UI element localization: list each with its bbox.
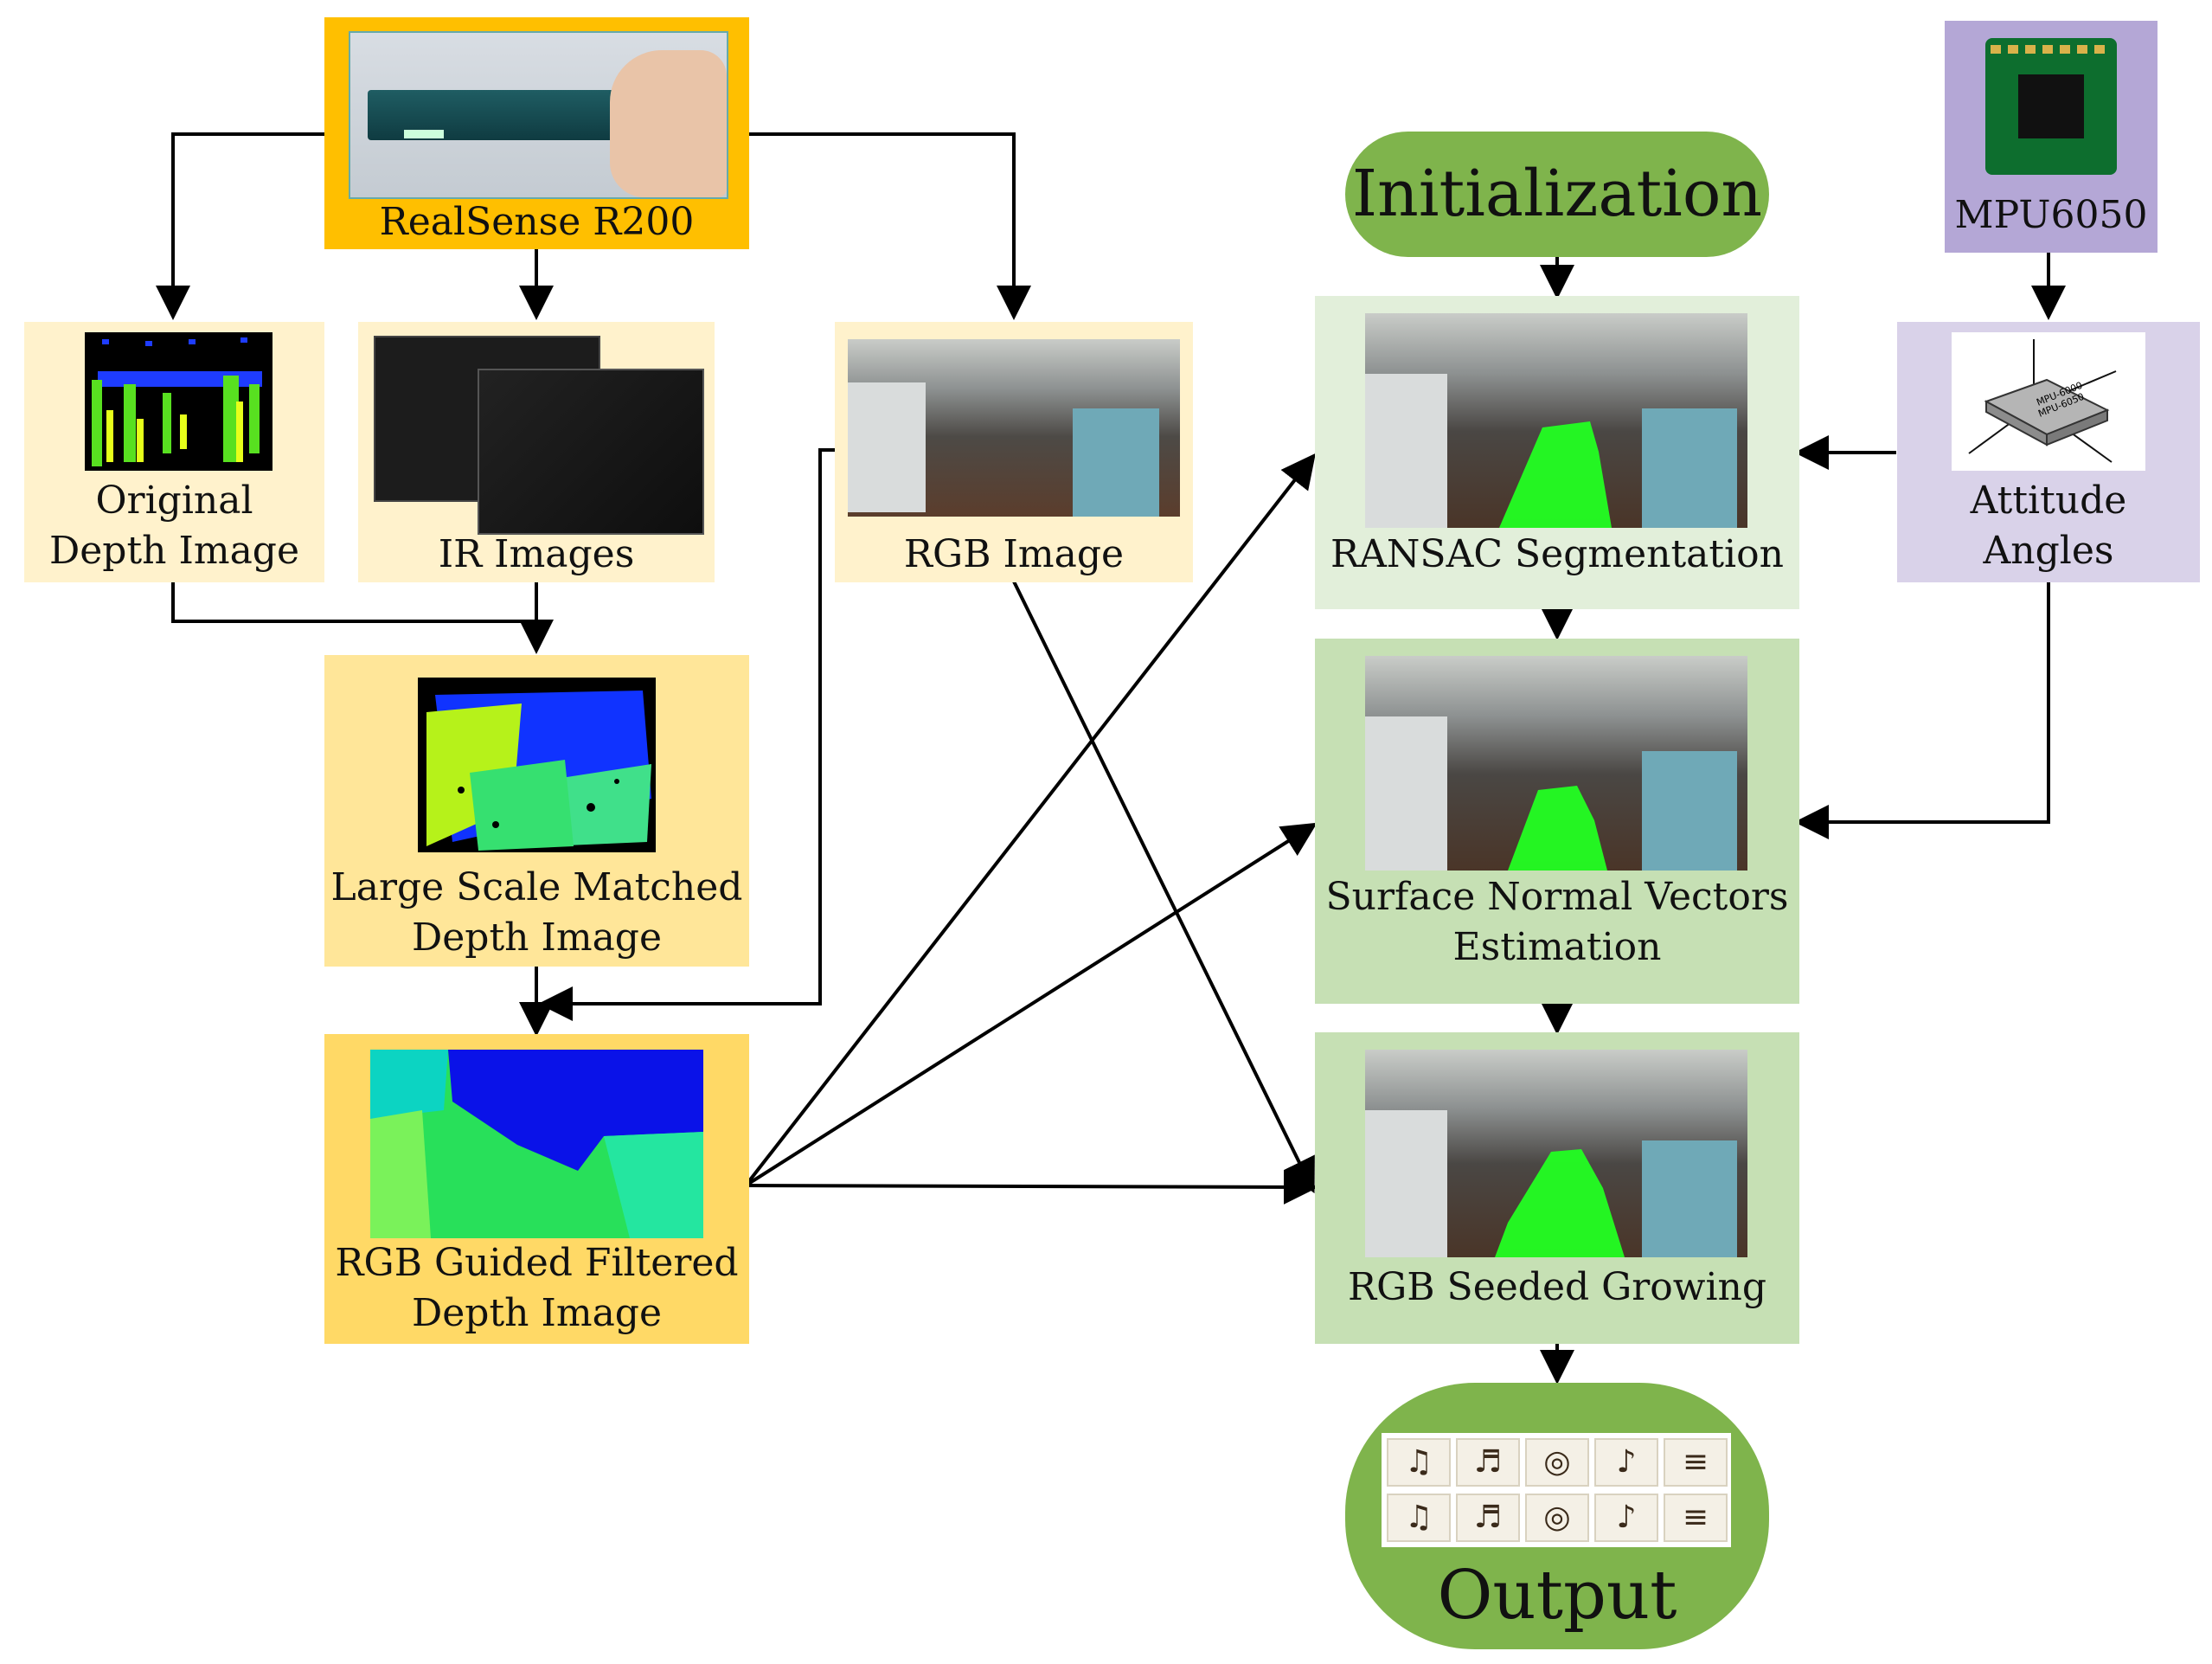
arrow-realsense-to-rgb: [749, 132, 1031, 320]
ransac-photo: [1365, 313, 1747, 528]
seeded-growing-photo: [1365, 1050, 1747, 1257]
output-label: Output: [1437, 1557, 1677, 1635]
realsense-node: RealSense R200: [324, 17, 749, 249]
output-pill: ♫♬◎♪≡ ♫♬◎♪≡ Output: [1345, 1383, 1769, 1649]
mpu-board-photo: [1985, 38, 2117, 175]
surface-cart: [1642, 751, 1737, 871]
mpu-node: MPU6050: [1945, 21, 2158, 253]
arrow-original-ir-to-large: [171, 582, 554, 654]
rgb-image-label: RGB Image: [903, 532, 1125, 576]
ransac-label: RANSAC Segmentation: [1330, 532, 1784, 576]
original-depth-node: Original Depth Image: [24, 322, 324, 582]
ir-image-front: [478, 369, 704, 535]
lab-cabinet: [848, 382, 926, 512]
arrow-guided-to-seeded: [745, 1169, 1318, 1205]
imu-axis-diagram: MPU-6000 MPU-6050: [1952, 332, 2145, 471]
gong-icon: ◎: [1525, 1494, 1589, 1542]
arrow-realsense-to-original: [156, 132, 324, 320]
large-scale-depth-photo: [418, 678, 656, 852]
ir-images-label: IR Images: [438, 532, 635, 576]
original-depth-photo: [85, 332, 272, 471]
trombone-icon: ♫: [1387, 1438, 1451, 1487]
large-scale-node: Large Scale Matched Depth Image: [324, 655, 749, 967]
initialization-label: Initialization: [1351, 157, 1763, 231]
attitude-label: Attitude Angles: [1970, 479, 2127, 573]
lab-cart: [1073, 408, 1159, 517]
rgb-image-node: RGB Image: [835, 322, 1193, 582]
output-icon-grid: ♫♬◎♪≡ ♫♬◎♪≡: [1382, 1433, 1731, 1547]
ransac-node: RANSAC Segmentation: [1315, 296, 1799, 609]
trombone-icon: ♫: [1387, 1494, 1451, 1542]
violin-icon: ♪: [1594, 1438, 1658, 1487]
surface-cabinet: [1365, 716, 1447, 871]
surface-floor-segment: [1508, 786, 1607, 871]
initialization-pill: Initialization: [1345, 132, 1769, 257]
xylophone-icon: ≡: [1664, 1438, 1728, 1487]
rgb-lab-photo: [848, 339, 1180, 517]
hand: [610, 50, 727, 197]
realsense-camera-photo: [349, 31, 728, 199]
piano-icon: ♬: [1456, 1494, 1520, 1542]
surface-normal-photo: [1365, 656, 1747, 871]
guided-depth-photo: [370, 1050, 703, 1238]
surface-normal-label: Surface Normal Vectors Estimation: [1325, 875, 1789, 969]
large-scale-label: Large Scale Matched Depth Image: [330, 865, 743, 960]
camera-lens: [404, 130, 444, 138]
seeded-cart: [1642, 1140, 1737, 1257]
attitude-node: MPU-6000 MPU-6050 Attitude Angles: [1897, 322, 2200, 582]
ransac-cart: [1642, 408, 1737, 528]
ransac-floor-segment: [1499, 421, 1612, 528]
surface-normal-node: Surface Normal Vectors Estimation: [1315, 639, 1799, 1004]
piano-icon: ♬: [1456, 1438, 1520, 1487]
seeded-growing-label: RGB Seeded Growing: [1347, 1265, 1767, 1309]
arrow-attitude-to-surface: [1794, 582, 2050, 839]
original-depth-label: Original Depth Image: [48, 479, 300, 573]
seeded-floor-segment: [1495, 1149, 1625, 1257]
mpu-label: MPU6050: [1954, 193, 2148, 237]
guided-filtered-node: RGB Guided Filtered Depth Image: [324, 1034, 749, 1344]
xylophone-icon: ≡: [1664, 1494, 1728, 1542]
violin-icon: ♪: [1594, 1494, 1658, 1542]
arrow-rgb-to-seeded: [1012, 581, 1315, 1194]
mpu-pins: [1991, 45, 2112, 54]
seeded-growing-node: RGB Seeded Growing: [1315, 1032, 1799, 1344]
arrow-guided-to-surface: [744, 822, 1318, 1187]
ransac-cabinet: [1365, 374, 1447, 528]
realsense-label: RealSense R200: [379, 200, 695, 244]
guided-filtered-label: RGB Guided Filtered Depth Image: [335, 1241, 739, 1335]
ir-images-node: IR Images: [358, 322, 715, 582]
mpu-chip: [2018, 74, 2084, 138]
seeded-cabinet: [1365, 1110, 1447, 1257]
gong-icon: ◎: [1525, 1438, 1589, 1487]
